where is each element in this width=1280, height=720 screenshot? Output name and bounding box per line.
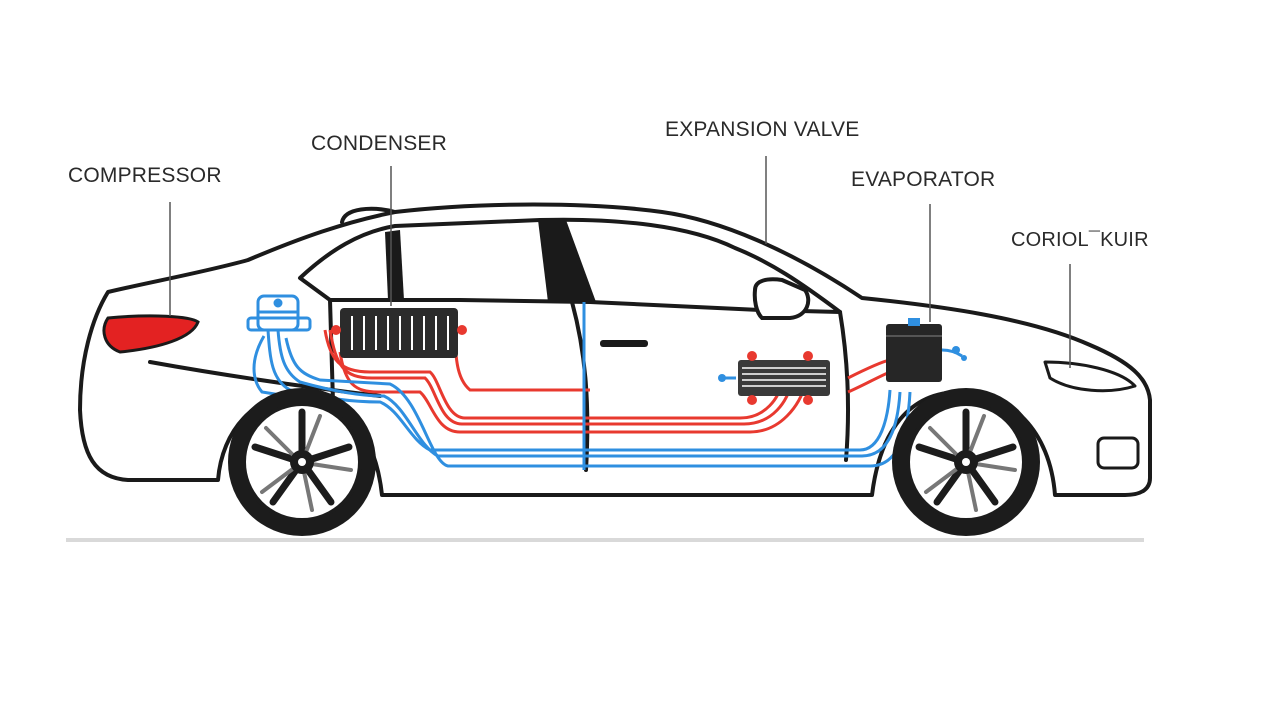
c-pillar [385,230,404,300]
compressor-component [246,294,312,332]
callout-leaders [169,156,1071,368]
front-wheel [892,388,1040,536]
window-frame [298,217,842,314]
rear-wheel [228,388,376,536]
fog-light [1096,436,1140,470]
headlight [1043,360,1137,393]
condenser-label: CONDENSER [311,132,447,155]
car-body-outline [78,202,1152,497]
evaporator-component [886,318,967,382]
tail-light [102,314,200,354]
expansion-valve-component [718,351,830,405]
compressor-label: COMPRESSOR [68,164,222,187]
evaporator-label: EVAPORATOR [851,168,996,191]
b-pillar [538,220,596,302]
expansion-valve-label: EXPANSION VALVE [665,118,860,141]
door-handle [600,340,648,347]
receiver-label: CORIOL¯KUIR [1011,229,1149,251]
side-mirror [752,277,811,320]
condenser-component [331,308,467,358]
